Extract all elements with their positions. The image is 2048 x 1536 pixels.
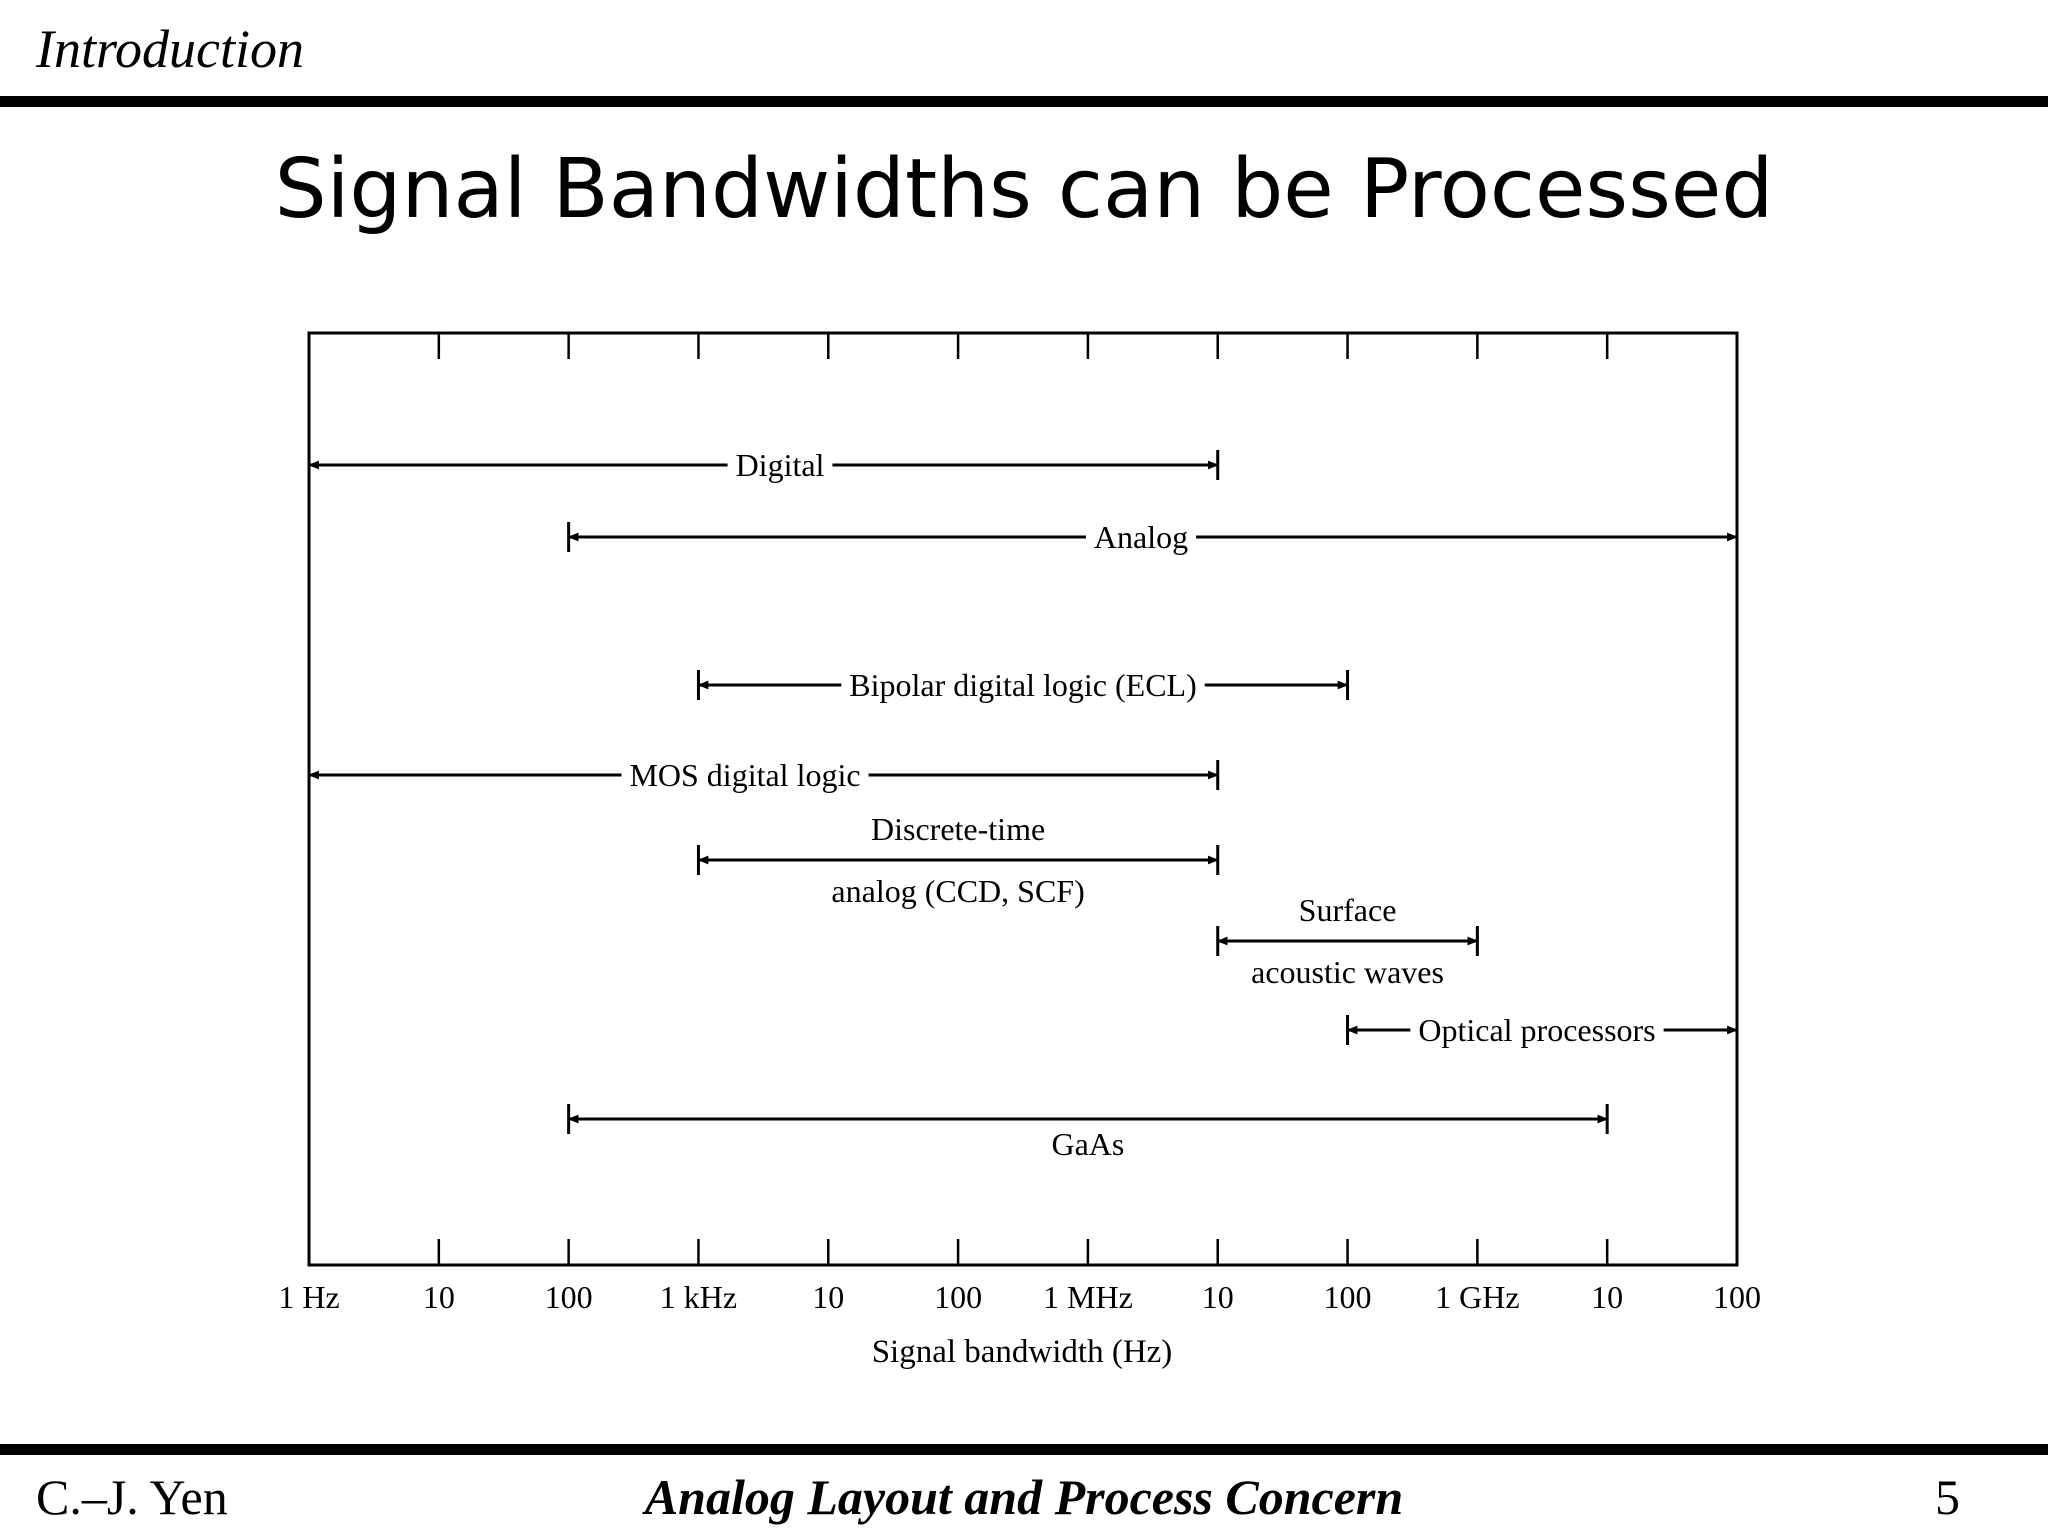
tick-label: 100: [1324, 1279, 1372, 1315]
tick-label: 1 Hz: [278, 1279, 339, 1315]
range-label-backdrop: [621, 751, 869, 791]
range-label: Discrete-time: [871, 811, 1045, 847]
range-label: Analog: [1094, 519, 1188, 555]
range-label: Surface: [1299, 892, 1397, 928]
range-mos-digital-logic: MOS digital logic: [307, 751, 1220, 793]
range-discrete-time: Discrete-time analog (CCD, SCF): [696, 811, 1220, 909]
tick-label: 100: [1713, 1279, 1761, 1315]
tick-label: 10: [1591, 1279, 1623, 1315]
tick-label: 1 kHz: [660, 1279, 737, 1315]
range-bipolar-digital-logic-ecl: Bipolar digital logic (ECL): [696, 661, 1350, 703]
tick-label: 100: [934, 1279, 982, 1315]
range-label: Digital: [736, 447, 825, 483]
axis-tick-labels: 1 Hz 10 100 1 kHz 10 100 1 MHz 10 100 1 GHz 10 100: [278, 1279, 1761, 1315]
range-label: MOS digital logic: [629, 757, 860, 793]
range-label-backdrop: [1410, 1006, 1664, 1046]
range-label-secondary: analog (CCD, SCF): [831, 873, 1084, 909]
range-label: Optical processors: [1418, 1012, 1655, 1048]
footer-course-title: Analog Layout and Process Concern: [644, 1469, 1404, 1525]
range-label-backdrop: [1085, 513, 1197, 553]
range-label-secondary: acoustic waves: [1251, 954, 1444, 990]
axis-ticks: [437, 333, 1609, 1265]
section-title: Introduction: [36, 19, 304, 79]
range-label: Bipolar digital logic (ECL): [849, 667, 1196, 703]
chart-frame: [307, 331, 1739, 1267]
range-label-backdrop: [841, 661, 1205, 701]
tick-label: 10: [812, 1279, 844, 1315]
header-rule: [0, 96, 2048, 107]
slide-title: Signal Bandwidths can be Processed: [274, 142, 1774, 237]
range-digital: Digital: [307, 441, 1220, 483]
range-optical-processors: Optical processors: [1346, 1006, 1739, 1048]
tick-label: 1 GHz: [1435, 1279, 1519, 1315]
range-surface: Surface acoustic waves: [1216, 892, 1479, 990]
tick-label: 1 MHz: [1043, 1279, 1133, 1315]
tick-label: 10: [423, 1279, 455, 1315]
tick-label: 100: [545, 1279, 593, 1315]
range-gaas: GaAs: [567, 1104, 1609, 1162]
tick-label: 10: [1202, 1279, 1234, 1315]
footer-author: C.–J. Yen: [36, 1469, 228, 1525]
x-axis-label: Signal bandwidth (Hz): [872, 1334, 1173, 1370]
page-number: 5: [1935, 1469, 1960, 1525]
range-label-backdrop: [727, 441, 833, 481]
range-label: GaAs: [1051, 1126, 1124, 1162]
range-analog: Analog: [567, 513, 1739, 555]
footer-rule: [0, 1444, 2048, 1455]
